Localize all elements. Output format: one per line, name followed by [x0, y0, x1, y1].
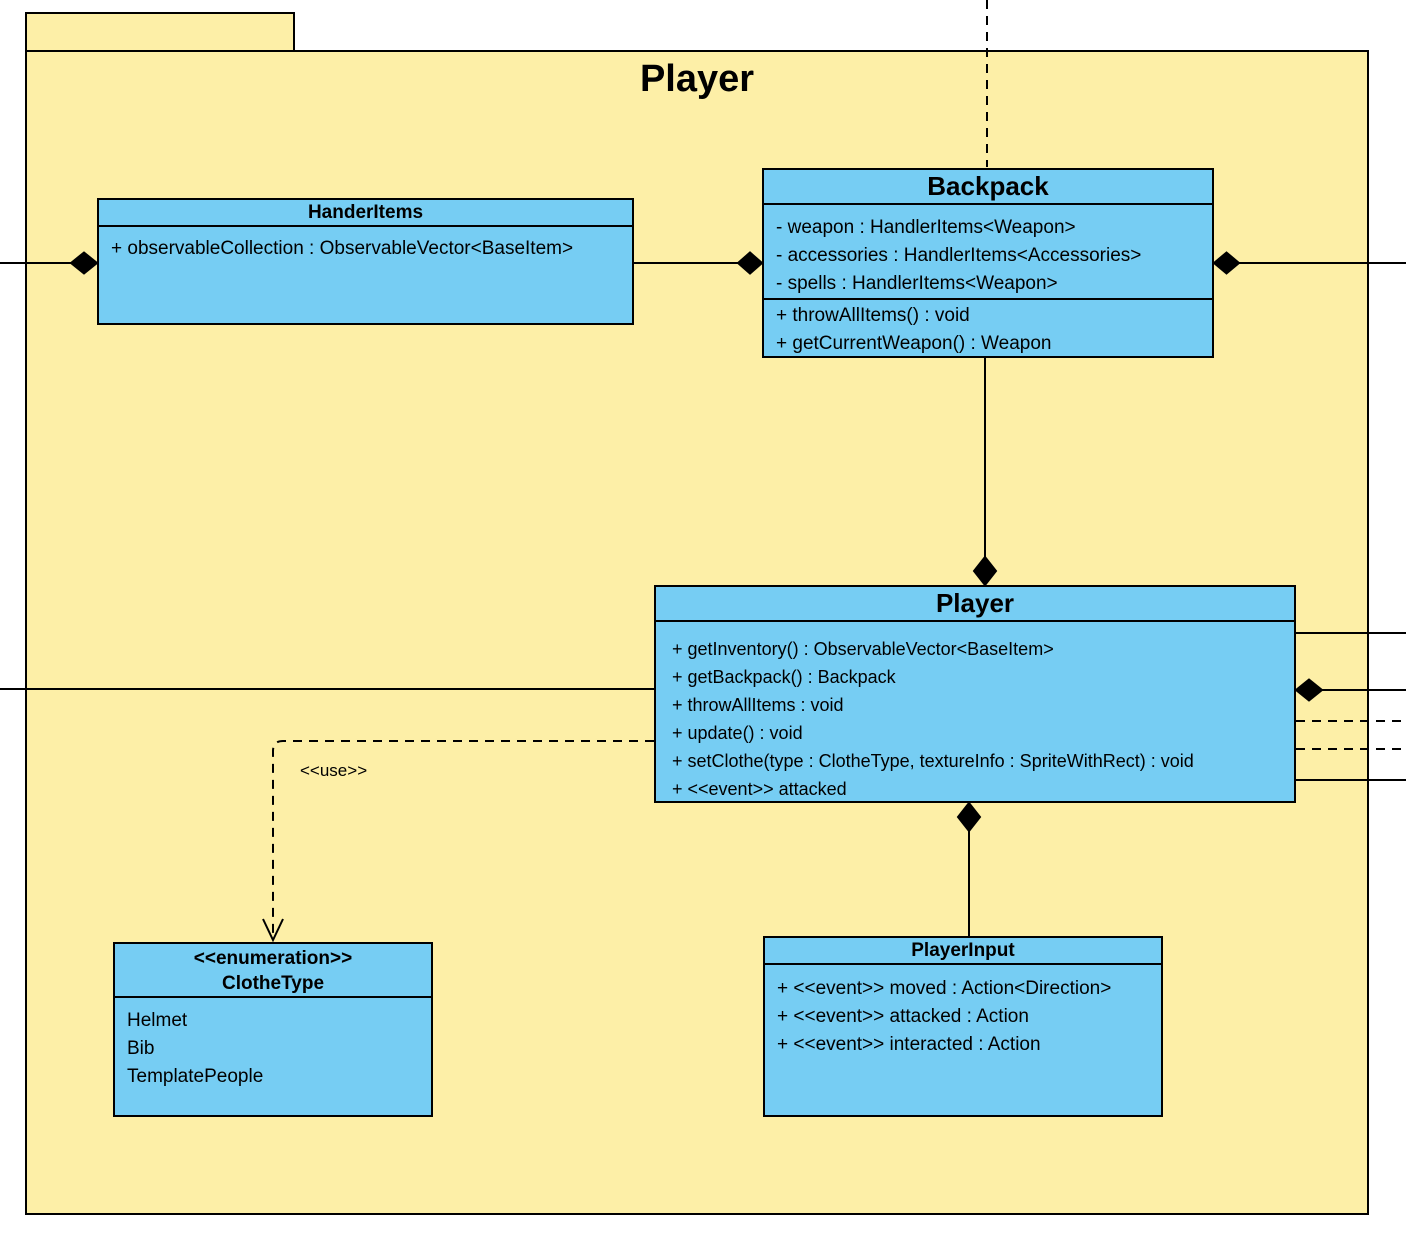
- class-title-playerinput: PlayerInput: [765, 938, 1161, 965]
- enum-literal: Helmet: [127, 1010, 188, 1031]
- composition-diamond-player-top[interactable]: [972, 555, 998, 587]
- attribute-line: - accessories : HandlerItems<Accessories…: [776, 245, 1142, 266]
- method-line: + setClothe(type : ClotheType, textureIn…: [672, 751, 1194, 771]
- class-player[interactable]: Player + getInventory() : ObservableVect…: [654, 585, 1296, 803]
- class-clothetype[interactable]: <<enumeration>> ClotheType Helmet Bib Te…: [113, 942, 433, 1117]
- composition-diamond-player-bottom[interactable]: [956, 801, 982, 833]
- method-line: + <<event>> attacked: [672, 779, 847, 799]
- class-playerinput[interactable]: PlayerInput + <<event>> moved : Action<D…: [763, 936, 1163, 1117]
- package-title: Player: [639, 58, 755, 100]
- class-title-handeritems: HanderItems: [99, 200, 632, 227]
- class-title-clothetype: <<enumeration>> ClotheType: [115, 944, 431, 998]
- attribute-line: + observableCollection : ObservableVecto…: [111, 238, 574, 259]
- event-member-line: + <<event>> attacked : Action: [777, 1006, 1029, 1027]
- use-stereotype-label: <<use>>: [300, 761, 368, 780]
- enum-name: ClotheType: [221, 973, 325, 994]
- edge-use-dependency[interactable]: [272, 740, 654, 936]
- composition-diamond-player-right[interactable]: [1294, 678, 1324, 702]
- method-line: + getBackpack() : Backpack: [672, 667, 896, 687]
- open-arrowhead-clothetype[interactable]: [262, 918, 284, 943]
- composition-diamond-backpack-left[interactable]: [736, 251, 764, 275]
- composition-diamond-handeritems[interactable]: [69, 251, 99, 275]
- stereotype-enumeration: <<enumeration>>: [193, 948, 353, 969]
- event-member-line: + <<event>> moved : Action<Direction>: [777, 978, 1112, 999]
- composition-diamond-backpack-right[interactable]: [1212, 251, 1241, 275]
- attribute-line: - weapon : HandlerItems<Weapon>: [776, 217, 1076, 238]
- method-line: + throwAllItems() : void: [776, 305, 970, 326]
- method-line: + getCurrentWeapon() : Weapon: [776, 333, 1052, 354]
- event-member-line: + <<event>> interacted : Action: [777, 1034, 1041, 1055]
- method-line: + update() : void: [672, 723, 803, 743]
- class-title-player: Player: [656, 587, 1294, 622]
- class-backpack[interactable]: Backpack - weapon : HandlerItems<Weapon>…: [762, 168, 1214, 358]
- attribute-line: - spells : HandlerItems<Weapon>: [776, 273, 1058, 294]
- class-handeritems[interactable]: HanderItems + observableCollection : Obs…: [97, 198, 634, 325]
- enum-literal: Bib: [127, 1038, 155, 1059]
- class-title-backpack: Backpack: [764, 170, 1212, 205]
- method-line: + throwAllItems : void: [672, 695, 844, 715]
- enum-literal: TemplatePeople: [127, 1066, 264, 1087]
- method-line: + getInventory() : ObservableVector<Base…: [672, 639, 1054, 659]
